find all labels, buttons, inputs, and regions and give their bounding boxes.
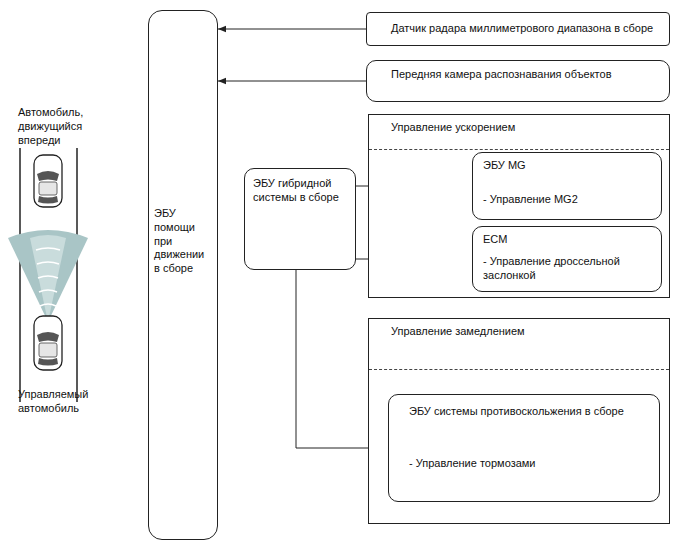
ecu-box: ЭБУ MG - Управление MG2 [472,152,662,220]
dashed-divider [369,149,669,150]
sensor-box: Датчик радара миллиметрового диапазона в… [366,12,670,46]
box-detail: - Управление тормозами [409,457,653,471]
box-title: Управление замедлением [391,325,663,339]
dashed-divider [369,369,669,370]
sensor-box: Передняя камера распознавания объектов [366,60,670,102]
ecu-box: ЭБУ гибридной системы в сборе [244,168,356,270]
radar-waves [36,248,60,306]
radar-beam [8,230,88,322]
box-title: ЭБУ MG [483,159,655,173]
lane-line [19,148,21,402]
ecu-box: ЭБУ помощи при движении в сборе [148,10,218,540]
vehicle-label: Автомобиль, движущийся впереди [18,106,114,147]
box-title: Управление ускорением [391,121,663,135]
box-detail: - Управление MG2 [483,193,655,207]
signal-arrow [218,29,366,30]
box-title: Передняя камера распознавания объектов [391,68,663,82]
control-region: Управление ускорениемЭБУ MG - Управление … [368,114,670,298]
box-title: ЭБУ помощи при движении в сборе [154,207,211,276]
signal-arrow [218,81,366,82]
ecu-box: ЭБУ системы противоскольжения в сборе - У… [388,394,660,502]
box-title: ECM [483,233,655,247]
control-region: Управление замедлениемЭБУ системы против… [368,318,670,524]
radar-beam-core [30,235,66,322]
box-title: ЭБУ системы противоскольжения в сборе [409,405,653,419]
box-title: Датчик радара миллиметрового диапазона в… [391,22,663,36]
box-detail: - Управление дроссельной заслонкой [483,255,655,283]
box-title: ЭБУ гибридной системы в сборе [253,177,349,205]
vehicle-label: Управляемый автомобиль [18,388,118,416]
front-car [34,155,62,207]
lane-line [76,148,78,402]
ecu-box: ECM - Управление дроссельной заслонкой [472,226,662,292]
own-car [34,316,62,370]
